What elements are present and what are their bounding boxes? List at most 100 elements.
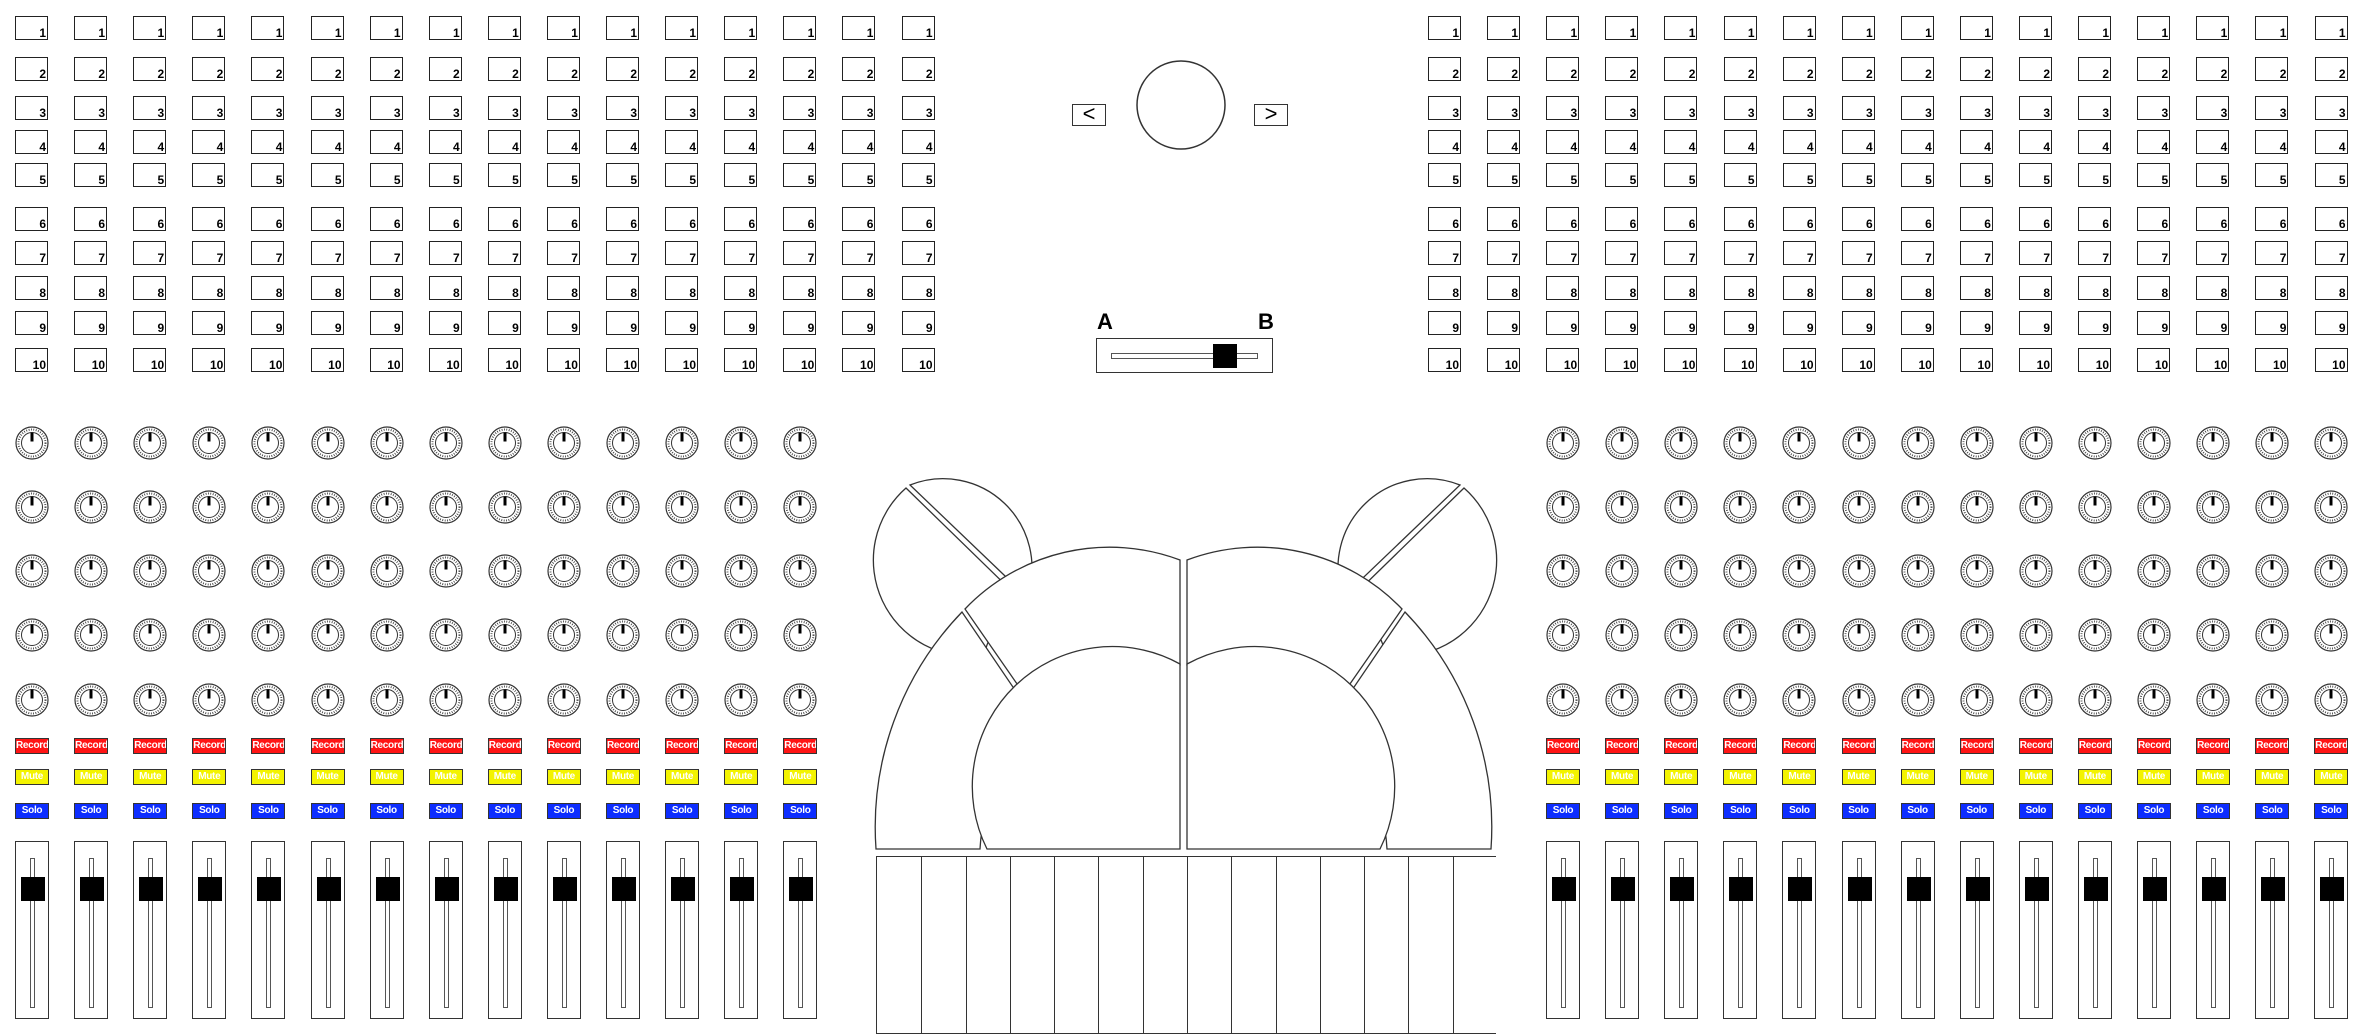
pad-left-c6-r7[interactable]: 7 bbox=[310, 241, 344, 265]
pad-left-c1-r8[interactable]: 8 bbox=[15, 276, 48, 300]
knob-right-ch8-row1[interactable] bbox=[1960, 426, 1994, 460]
pad-left-c14-r6[interactable]: 6 bbox=[783, 207, 817, 231]
solo-button[interactable]: Solo bbox=[546, 803, 581, 819]
pad-left-c3-r4[interactable]: 4 bbox=[133, 130, 167, 154]
pad-left-c12-r2[interactable]: 2 bbox=[665, 57, 699, 81]
piano-key[interactable] bbox=[965, 857, 1010, 1033]
pad-right-c11-r1[interactable]: 1 bbox=[2019, 16, 2052, 40]
pad-left-c3-r5[interactable]: 5 bbox=[133, 163, 167, 187]
solo-button[interactable]: Solo bbox=[251, 803, 286, 819]
pad-right-c8-r9[interactable]: 9 bbox=[1841, 311, 1875, 335]
pad-right-c4-r1[interactable]: 1 bbox=[1605, 16, 1639, 40]
pad-left-c15-r1[interactable]: 1 bbox=[842, 16, 876, 40]
knob-right-ch1-row4[interactable] bbox=[1546, 618, 1580, 652]
knob-right-ch9-row4[interactable] bbox=[2019, 618, 2053, 652]
knob-right-ch13-row3[interactable] bbox=[2255, 554, 2289, 588]
pad-left-c9-r6[interactable]: 6 bbox=[487, 207, 521, 231]
pad-left-c15-r7[interactable]: 7 bbox=[842, 241, 876, 265]
knob-left-ch7-row4[interactable] bbox=[369, 618, 404, 652]
pad-right-c7-r9[interactable]: 9 bbox=[1782, 311, 1816, 335]
pad-right-c2-r8[interactable]: 8 bbox=[1487, 276, 1521, 300]
pad-right-c15-r6[interactable]: 6 bbox=[2255, 207, 2289, 231]
pad-left-c1-r10[interactable]: 10 bbox=[15, 348, 48, 372]
knob-right-ch10-row4[interactable] bbox=[2078, 618, 2112, 652]
fader-thumb[interactable] bbox=[493, 876, 518, 901]
knob-right-ch13-row2[interactable] bbox=[2255, 490, 2289, 524]
knob-right-ch8-row3[interactable] bbox=[1960, 554, 1994, 588]
knob-left-ch1-row5[interactable] bbox=[15, 683, 49, 717]
channel-fader[interactable] bbox=[1900, 841, 1935, 1019]
knob-right-ch10-row2[interactable] bbox=[2078, 490, 2112, 524]
pad-right-c13-r2[interactable]: 2 bbox=[2137, 57, 2171, 81]
pad-right-c15-r5[interactable]: 5 bbox=[2255, 163, 2289, 187]
pad-right-c2-r3[interactable]: 3 bbox=[1487, 96, 1521, 120]
pad-right-c11-r6[interactable]: 6 bbox=[2019, 207, 2052, 231]
record-button[interactable]: Record bbox=[74, 738, 109, 754]
knob-left-ch5-row5[interactable] bbox=[251, 683, 285, 717]
knob-right-ch7-row5[interactable] bbox=[1900, 683, 1935, 717]
pad-left-c9-r10[interactable]: 10 bbox=[487, 348, 521, 372]
knob-right-ch14-row5[interactable] bbox=[2314, 683, 2348, 717]
pad-right-c15-r8[interactable]: 8 bbox=[2255, 276, 2289, 300]
pad-left-c4-r3[interactable]: 3 bbox=[192, 96, 226, 120]
knob-left-ch13-row5[interactable] bbox=[724, 683, 758, 717]
knob-left-ch7-row3[interactable] bbox=[369, 554, 404, 588]
pad-left-c4-r4[interactable]: 4 bbox=[192, 130, 226, 154]
pad-right-c14-r4[interactable]: 4 bbox=[2196, 130, 2230, 154]
mute-button[interactable]: Mute bbox=[606, 769, 640, 785]
pad-right-c10-r8[interactable]: 8 bbox=[1959, 276, 1993, 300]
pad-right-c13-r1[interactable]: 1 bbox=[2137, 16, 2171, 40]
pad-right-c5-r1[interactable]: 1 bbox=[1664, 16, 1698, 40]
pad-left-c9-r3[interactable]: 3 bbox=[487, 96, 521, 120]
pad-left-c10-r6[interactable]: 6 bbox=[546, 207, 580, 231]
fader-thumb[interactable] bbox=[2024, 876, 2049, 901]
knob-left-ch14-row3[interactable] bbox=[783, 554, 817, 588]
solo-button[interactable]: Solo bbox=[1900, 803, 1935, 819]
solo-button[interactable]: Solo bbox=[2255, 803, 2290, 819]
pad-right-c9-r3[interactable]: 3 bbox=[1900, 96, 1934, 120]
solo-button[interactable]: Solo bbox=[74, 803, 109, 819]
knob-left-ch7-row1[interactable] bbox=[369, 426, 404, 460]
pad-left-c13-r9[interactable]: 9 bbox=[724, 311, 758, 335]
knob-right-ch10-row1[interactable] bbox=[2078, 426, 2112, 460]
pad-left-c13-r10[interactable]: 10 bbox=[724, 348, 758, 372]
pad-left-c16-r4[interactable]: 4 bbox=[901, 130, 935, 154]
pad-right-c2-r1[interactable]: 1 bbox=[1487, 16, 1521, 40]
pad-left-c7-r9[interactable]: 9 bbox=[369, 311, 403, 335]
pad-left-c3-r8[interactable]: 8 bbox=[133, 276, 167, 300]
mute-button[interactable]: Mute bbox=[2077, 769, 2112, 785]
pad-left-c15-r9[interactable]: 9 bbox=[842, 311, 876, 335]
pad-left-c6-r3[interactable]: 3 bbox=[310, 96, 344, 120]
pad-left-c13-r5[interactable]: 5 bbox=[724, 163, 758, 187]
solo-button[interactable]: Solo bbox=[1723, 803, 1758, 819]
pad-left-c16-r8[interactable]: 8 bbox=[901, 276, 935, 300]
piano-key[interactable] bbox=[877, 857, 922, 1033]
channel-fader[interactable] bbox=[487, 841, 522, 1019]
knob-left-ch3-row2[interactable] bbox=[133, 490, 167, 524]
pad-right-c11-r9[interactable]: 9 bbox=[2019, 311, 2052, 335]
mute-button[interactable]: Mute bbox=[369, 769, 404, 785]
pad-left-c10-r4[interactable]: 4 bbox=[546, 130, 580, 154]
knob-left-ch5-row1[interactable] bbox=[251, 426, 285, 460]
knob-right-ch5-row1[interactable] bbox=[1782, 426, 1816, 460]
knob-right-ch5-row5[interactable] bbox=[1782, 683, 1816, 717]
pad-left-c7-r3[interactable]: 3 bbox=[369, 96, 403, 120]
record-button[interactable]: Record bbox=[133, 738, 168, 754]
pad-right-c8-r5[interactable]: 5 bbox=[1841, 163, 1875, 187]
record-button[interactable]: Record bbox=[1546, 738, 1580, 754]
record-button[interactable]: Record bbox=[606, 738, 640, 754]
mute-button[interactable]: Mute bbox=[1664, 769, 1699, 785]
pad-right-c12-r2[interactable]: 2 bbox=[2078, 57, 2112, 81]
knob-right-ch9-row2[interactable] bbox=[2019, 490, 2053, 524]
knob-right-ch9-row5[interactable] bbox=[2019, 683, 2053, 717]
pad-right-c12-r4[interactable]: 4 bbox=[2078, 130, 2112, 154]
pad-right-c2-r10[interactable]: 10 bbox=[1487, 348, 1521, 372]
mute-button[interactable]: Mute bbox=[133, 769, 168, 785]
channel-fader[interactable] bbox=[369, 841, 404, 1019]
pad-right-c2-r6[interactable]: 6 bbox=[1487, 207, 1521, 231]
knob-left-ch14-row4[interactable] bbox=[783, 618, 817, 652]
pad-right-c3-r5[interactable]: 5 bbox=[1546, 163, 1580, 187]
pad-right-c13-r8[interactable]: 8 bbox=[2137, 276, 2171, 300]
piano-key[interactable] bbox=[1231, 857, 1276, 1033]
fader-thumb[interactable] bbox=[375, 876, 400, 901]
